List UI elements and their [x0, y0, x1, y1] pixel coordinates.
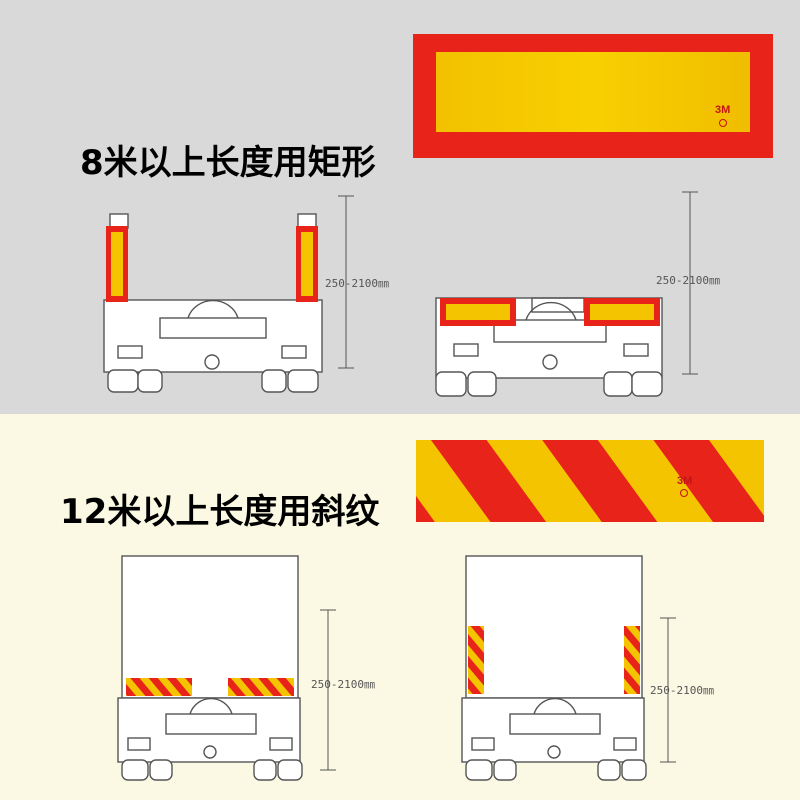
section-heading-rectangle: 8米以上长度用矩形 — [80, 143, 376, 183]
plate-3m-logo: 3M — [715, 104, 730, 116]
horizontal-reflector-left — [440, 298, 516, 326]
rectangle-plate: 3M — [413, 34, 773, 158]
dimension-line-3 — [320, 609, 336, 771]
horizontal-reflector-right — [584, 298, 660, 326]
dimension-label-1: 250-2100㎜ — [325, 277, 389, 290]
box-truck-rear-1 — [117, 555, 303, 781]
diagonal-vertical-reflector-right — [624, 626, 640, 694]
vertical-reflector-left — [106, 226, 128, 302]
section-heading-diagonal: 12米以上长度用斜纹 — [60, 492, 380, 532]
vertical-reflector-right — [296, 226, 318, 302]
dimension-line-1 — [338, 195, 354, 369]
dimension-label-4: 250-2100㎜ — [650, 684, 714, 697]
diagonal-vertical-reflector-left — [468, 626, 484, 694]
dimension-line-4 — [660, 617, 676, 763]
dimension-label-2: 250-2100㎜ — [656, 274, 720, 287]
plate-3m-logo: 3M — [677, 475, 692, 487]
dimension-label-3: 250-2100㎜ — [311, 678, 375, 691]
diagonal-reflector-left — [126, 678, 192, 696]
truck-rear-1 — [103, 213, 323, 393]
box-truck-rear-2 — [461, 555, 647, 781]
diagonal-plate: 3M — [416, 440, 764, 522]
diagonal-reflector-right — [228, 678, 294, 696]
dimension-line-2 — [682, 191, 698, 375]
